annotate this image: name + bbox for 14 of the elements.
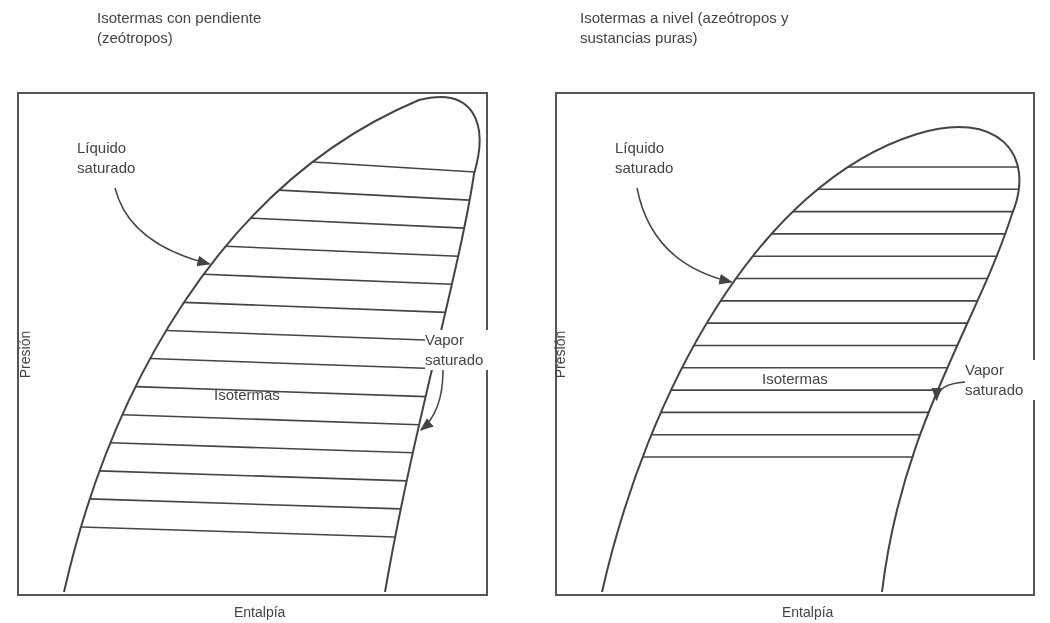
panel-title: Isotermas a nivel (azeótropos y sustancias puras)	[580, 8, 790, 48]
curve-label: Isotermas	[762, 370, 828, 388]
leader-arrow	[932, 381, 966, 402]
axis-label: Presión	[551, 330, 570, 379]
axis-label: Entalpía	[782, 603, 834, 622]
leader-arrow	[114, 187, 211, 266]
callout-text: Vapor saturado	[425, 330, 489, 370]
axis-label: Entalpía	[234, 603, 286, 622]
panel-title: Isotermas con pendiente (zeótropos)	[97, 8, 263, 48]
leader-arrow	[636, 187, 733, 285]
curve-label: Isotermas	[214, 386, 280, 404]
axis-label: Presión	[16, 330, 35, 379]
callout-text: Vapor saturado	[965, 360, 1035, 400]
leader-arrow	[419, 369, 444, 431]
